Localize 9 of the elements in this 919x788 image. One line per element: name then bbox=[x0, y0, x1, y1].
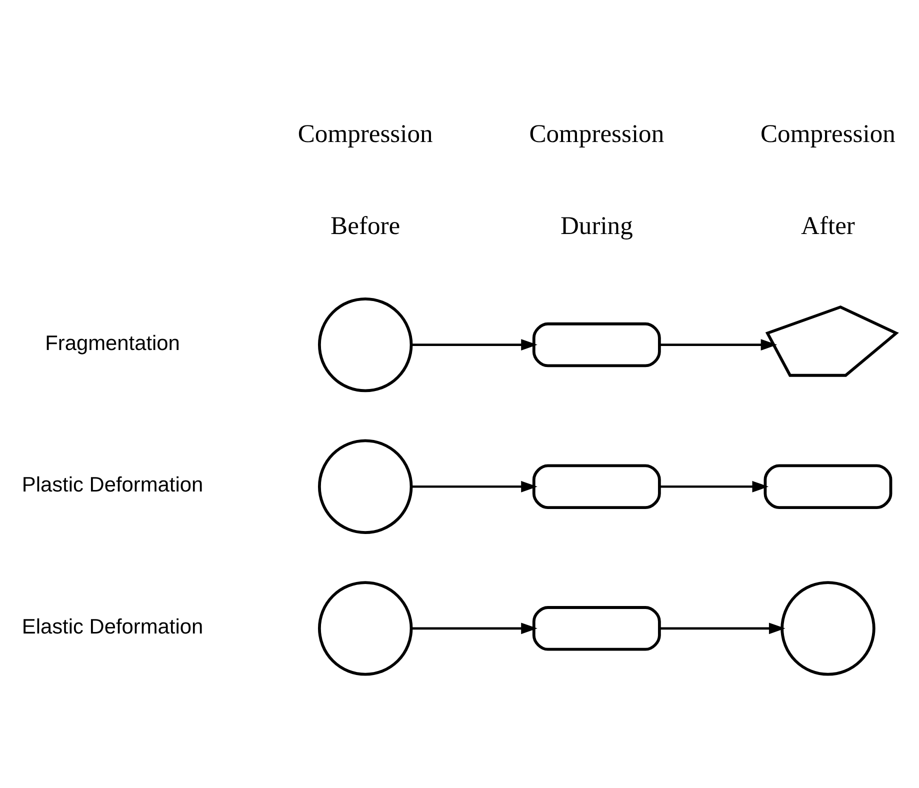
label: Fragmentation bbox=[45, 331, 180, 354]
label: After bbox=[801, 210, 855, 240]
label: Elastic Deformation bbox=[22, 615, 204, 638]
label: Before bbox=[330, 210, 400, 240]
label: During bbox=[560, 210, 633, 240]
label: Compression bbox=[298, 118, 433, 148]
label: Plastic Deformation bbox=[22, 473, 204, 496]
label: Compression bbox=[529, 118, 664, 148]
label: Compression bbox=[760, 118, 896, 148]
